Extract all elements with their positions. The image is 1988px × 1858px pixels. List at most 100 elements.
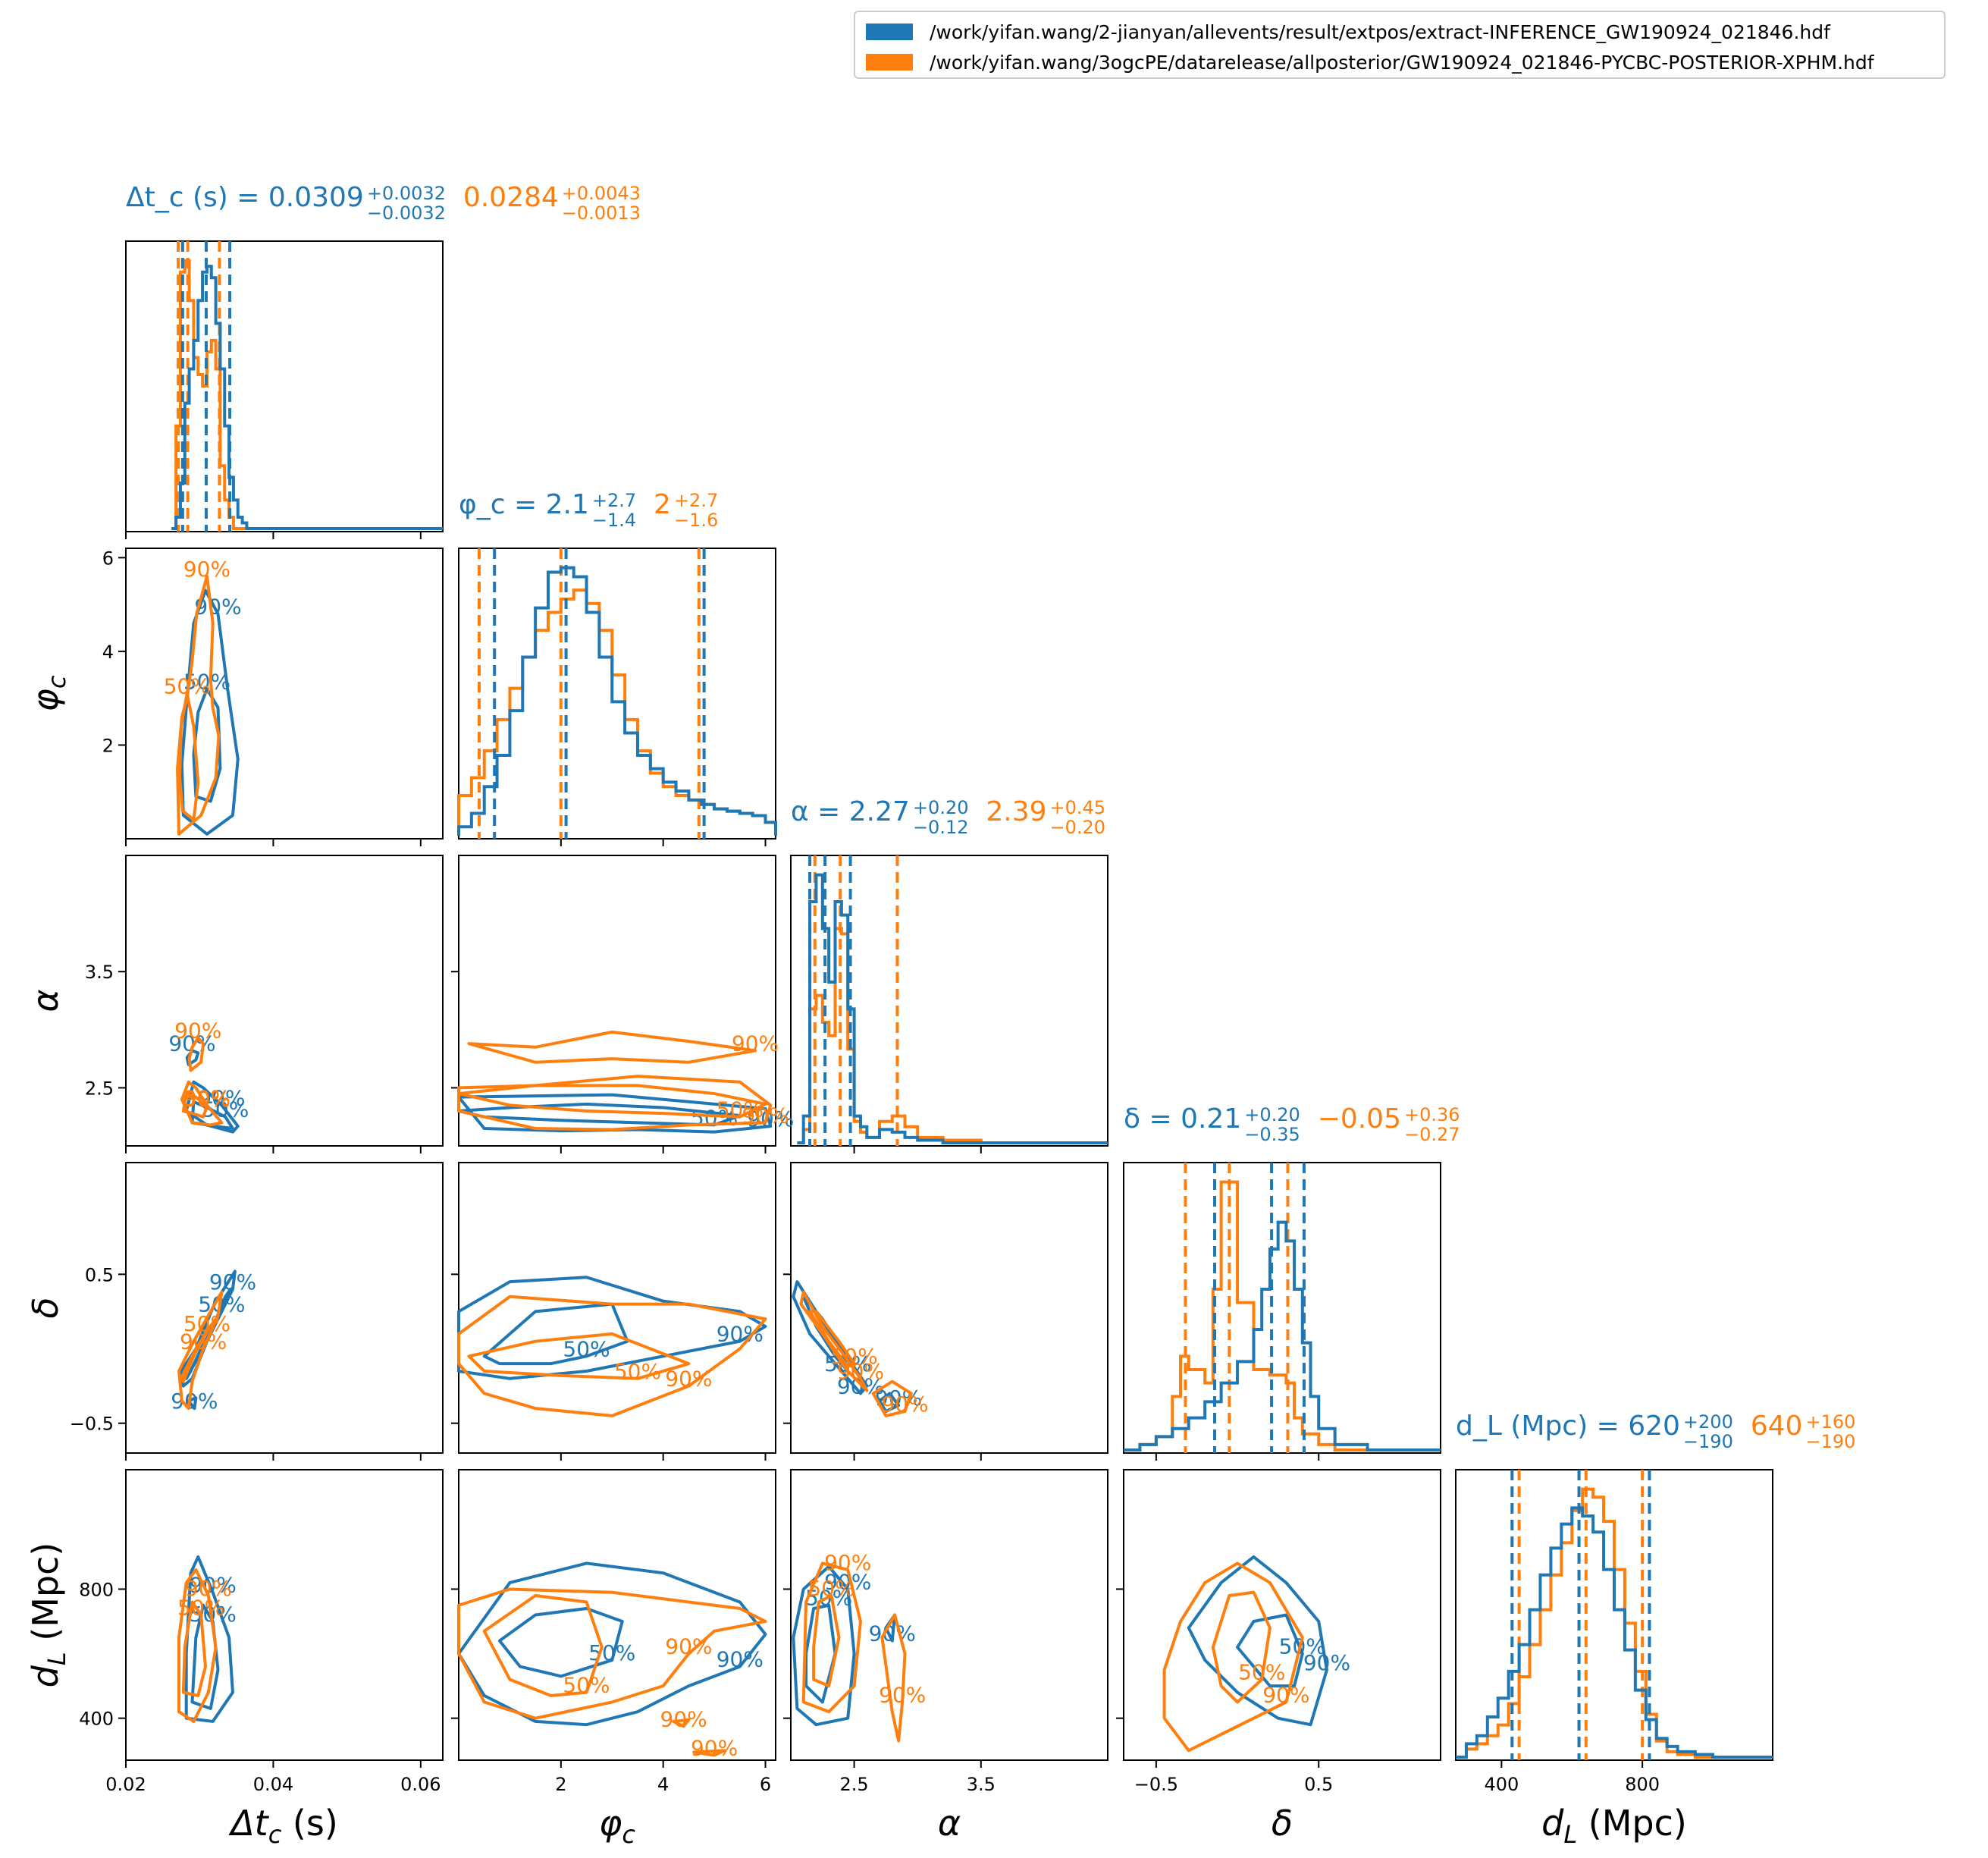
contour-alpha-phic-orange xyxy=(457,1075,773,1131)
title-median-orange: 2 xyxy=(636,489,671,520)
contour-delta-dtc-blue xyxy=(187,1396,198,1411)
title-plus-orange: +2.7 xyxy=(673,489,719,511)
title-median-blue: 2.27 xyxy=(848,796,910,827)
contour-label: 90% xyxy=(1303,1650,1350,1675)
title-errors-blue: +2.7−1.4 xyxy=(592,491,636,530)
contour-dl-phic-blue xyxy=(497,1606,624,1678)
title-errors-orange: +0.45−0.20 xyxy=(1050,798,1106,837)
x-tick-label: 2 xyxy=(555,1774,566,1795)
histogram-alpha-orange xyxy=(797,927,1108,1144)
title-plus-orange: +0.36 xyxy=(1404,1103,1460,1125)
title-errors-orange: +0.0043−0.0013 xyxy=(562,184,641,223)
contour-phic-dtc-orange xyxy=(176,575,221,836)
axes-frame-delta-alpha xyxy=(790,1162,1108,1454)
contour-label: 90% xyxy=(716,1647,764,1672)
contour-label: 90% xyxy=(881,1392,928,1417)
title-minus-blue: −0.12 xyxy=(912,816,969,838)
contour-delta-alpha-orange xyxy=(799,1290,869,1392)
title-median-blue: 2.1 xyxy=(545,489,589,520)
title-plus-orange: +0.0043 xyxy=(561,182,641,204)
contour-delta-dtc-orange xyxy=(177,1290,224,1411)
title-errors-blue: +0.20−0.35 xyxy=(1244,1105,1300,1144)
x-axis-label-delta: δ xyxy=(1272,1803,1293,1844)
histogram-dtc-blue xyxy=(171,265,443,530)
y-axis-label-alpha: α xyxy=(25,989,66,1012)
title-plus-blue: +0.0032 xyxy=(366,182,446,204)
title-name: α = xyxy=(791,796,849,827)
contour-dl-alpha-blue xyxy=(792,1565,856,1727)
axes-frame-dl-delta xyxy=(1123,1469,1441,1761)
title-name: δ = xyxy=(1124,1103,1181,1135)
axes-frame-alpha-dtc xyxy=(125,855,444,1147)
contour-dl-alpha-blue xyxy=(804,1603,837,1704)
contour-label: 50% xyxy=(1238,1660,1285,1685)
contour-label: 90% xyxy=(190,1573,237,1598)
contour-dl-phic-orange xyxy=(482,1593,604,1697)
contour-label: 90% xyxy=(1262,1682,1309,1707)
axes-frame-alpha-phic xyxy=(458,855,776,1147)
panel-title-dtc: Δt_c (s) = 0.0309+0.0032−0.0032 0.0284+0… xyxy=(126,182,641,223)
title-errors-blue: +200−190 xyxy=(1683,1412,1733,1452)
legend-swatch-orange xyxy=(866,54,913,71)
title-minus-orange: −0.27 xyxy=(1404,1123,1460,1145)
contour-alpha-dtc-orange xyxy=(187,1036,205,1072)
title-errors-orange: +2.7−1.6 xyxy=(674,491,718,530)
x-tick-label: 6 xyxy=(760,1774,771,1795)
x-tick-label: 0.06 xyxy=(400,1774,441,1795)
y-axis-label-phic: φc xyxy=(25,675,71,711)
x-tick-label: 2.5 xyxy=(840,1774,869,1795)
x-tick-label: 0.5 xyxy=(1304,1774,1333,1795)
panel-title-dl: d_L (Mpc) = 620+200−190 640+160−190 xyxy=(1456,1411,1855,1452)
contour-alpha-phic-blue xyxy=(457,1102,742,1127)
axes-frame-delta-delta xyxy=(1123,1162,1441,1454)
axes-frame-phic-dtc xyxy=(125,548,444,840)
contour-label: 90% xyxy=(742,1103,789,1128)
contour-label: 90% xyxy=(869,1621,916,1646)
contour-label: 90% xyxy=(660,1706,707,1731)
contour-dl-phic-orange xyxy=(692,1749,726,1757)
title-median-orange: 0.0284 xyxy=(445,182,559,213)
contour-label: 90% xyxy=(732,1031,779,1056)
title-median-blue: 0.0309 xyxy=(268,182,364,213)
y-tick-label: −0.5 xyxy=(70,1414,114,1435)
title-plus-blue: +2.7 xyxy=(591,489,637,511)
y-tick-label: 400 xyxy=(79,1709,114,1730)
contour-dl-dtc-orange xyxy=(177,1568,218,1723)
contour-delta-phic-orange xyxy=(457,1295,767,1417)
contour-dl-delta-orange xyxy=(1162,1561,1304,1753)
contour-dl-dtc-orange xyxy=(181,1600,207,1697)
contour-phic-dtc-blue xyxy=(180,588,240,836)
contour-label: 90% xyxy=(875,1386,922,1411)
contour-label: 90% xyxy=(665,1634,712,1659)
y-axis-label-delta: δ xyxy=(25,1297,66,1318)
legend: /work/yifan.wang/2-jianyan/allevents/res… xyxy=(854,11,1946,79)
y-tick-label: 2 xyxy=(102,735,114,756)
axes-frame-dl-alpha xyxy=(790,1469,1108,1761)
contour-label: 90% xyxy=(824,1550,871,1575)
contour-label: 90% xyxy=(691,1736,738,1761)
contour-dl-phic-orange xyxy=(457,1587,767,1720)
title-name: φ_c = xyxy=(459,489,546,520)
title-minus-orange: −190 xyxy=(1805,1430,1856,1452)
y-tick-label: 0.5 xyxy=(85,1264,114,1285)
contour-dl-delta-blue xyxy=(1236,1613,1304,1688)
title-median-blue: 620 xyxy=(1628,1411,1680,1442)
title-median-blue: 0.21 xyxy=(1181,1103,1242,1135)
contour-label: 50% xyxy=(563,1673,610,1698)
contour-dl-phic-orange xyxy=(672,1718,691,1728)
contour-delta-phic-orange xyxy=(467,1332,691,1380)
contour-label: 90% xyxy=(185,1576,232,1601)
title-median-orange: −0.05 xyxy=(1300,1103,1401,1135)
title-minus-orange: −0.0013 xyxy=(561,202,641,224)
title-minus-blue: −190 xyxy=(1682,1430,1733,1452)
contour-alpha-phic-blue xyxy=(457,1093,773,1134)
x-axis-label-dl: dL (Mpc) xyxy=(1541,1803,1687,1849)
x-axis-label-phic: φc xyxy=(599,1803,635,1849)
title-plus-blue: +0.20 xyxy=(912,796,969,818)
x-tick-label: 0.04 xyxy=(253,1774,293,1795)
title-errors-blue: +0.0032−0.0032 xyxy=(367,184,446,223)
x-tick-label: 800 xyxy=(1625,1774,1660,1795)
contour-delta-alpha-blue xyxy=(878,1392,901,1414)
title-median-orange: 640 xyxy=(1732,1411,1803,1442)
y-tick-label: 3.5 xyxy=(85,962,114,983)
